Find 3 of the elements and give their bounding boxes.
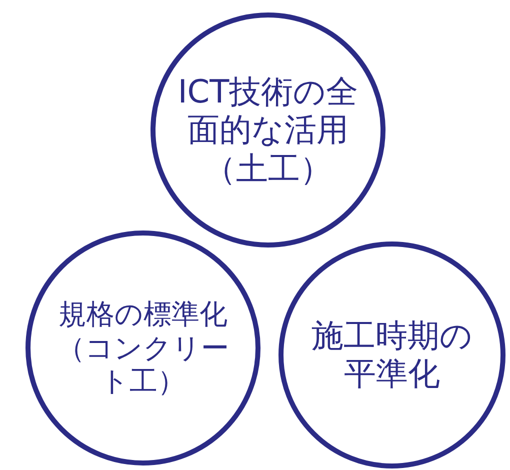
circle-label: 施工時期の平準化 — [310, 316, 474, 394]
circle-label: 規格の標準化（コンクリート工） — [56, 298, 230, 398]
circle-label: ICT技術の全面的な活用（土工） — [176, 72, 360, 188]
